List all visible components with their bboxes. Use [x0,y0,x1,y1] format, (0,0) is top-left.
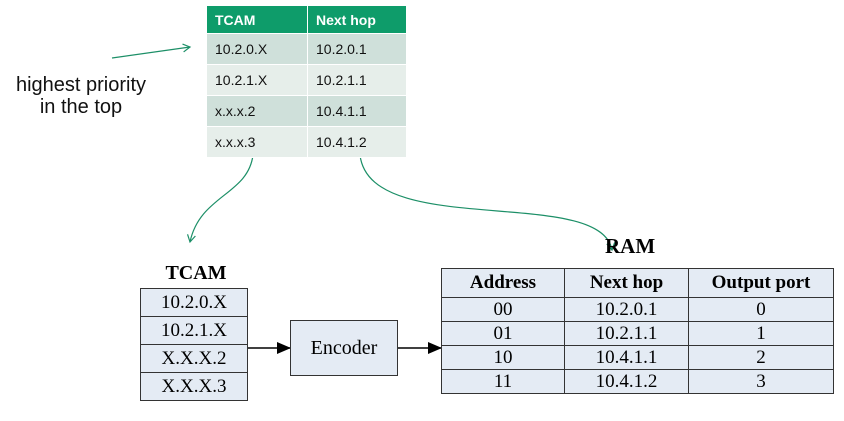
tcam-entry: X.X.X.3 [141,372,247,400]
next-hop-cell: 10.4.1.2 [307,126,407,158]
priority-note-line-1: highest priority [15,74,147,96]
tcam-cell: 10.2.1.X [206,64,308,96]
priority-note-line-2: in the top [39,96,123,118]
tcam-entry: 10.2.1.X [141,316,247,344]
header-address: Address [441,268,565,298]
table-row: x.x.x.3 10.4.1.2 [206,126,407,158]
ram-curve-arrow [359,154,616,252]
address-cell: 01 [441,321,565,346]
tcam-curve-arrow [186,154,254,244]
header-next-hop: Next hop [307,5,407,34]
table-row: 10 10.4.1.1 2 [441,345,834,370]
ram-table: Address Next hop Output port 00 10.2.0.1… [441,268,834,394]
next-hop-cell: 10.2.0.1 [307,33,407,65]
header-tcam: TCAM [206,5,308,34]
priority-arrow [111,43,192,59]
tcam-entry: X.X.X.2 [141,344,247,372]
next-hop-cell: 10.2.1.1 [564,321,689,346]
table-row: 00 10.2.0.1 0 [441,297,834,322]
next-hop-cell: 10.2.1.1 [307,64,407,96]
header-output-port: Output port [688,268,834,298]
table-row: x.x.x.2 10.4.1.1 [206,95,407,127]
header-next-hop: Next hop [564,268,689,298]
tcam-cell: 10.2.0.X [206,33,308,65]
next-hop-cell: 10.4.1.1 [307,95,407,127]
output-port-cell: 3 [688,369,834,394]
routing-table: TCAM Next hop 10.2.0.X 10.2.0.1 10.2.1.X… [206,5,407,158]
table-row: 01 10.2.1.1 1 [441,321,834,346]
tcam-cell: x.x.x.2 [206,95,308,127]
tcam-entry: 10.2.0.X [161,292,227,313]
tcam-box: 10.2.0.X 10.2.1.X X.X.X.2 X.X.X.3 [140,288,248,401]
next-hop-cell: 10.4.1.1 [564,345,689,370]
tcam-title: TCAM [165,262,227,284]
address-cell: 11 [441,369,565,394]
next-hop-cell: 10.4.1.2 [564,369,689,394]
output-port-cell: 2 [688,345,834,370]
table-row: 11 10.4.1.2 3 [441,369,834,394]
table-row: 10.2.1.X 10.2.1.1 [206,64,407,96]
next-hop-cell: 10.2.0.1 [564,297,689,322]
address-cell: 00 [441,297,565,322]
address-cell: 10 [441,345,565,370]
priority-note: highest priority in the top [0,74,162,118]
tcam-cell: x.x.x.3 [206,126,308,158]
output-port-cell: 1 [688,321,834,346]
output-port-cell: 0 [688,297,834,322]
encoder-box: Encoder [290,320,398,376]
ram-title: RAM [605,234,656,258]
table-row: 10.2.0.X 10.2.0.1 [206,33,407,65]
